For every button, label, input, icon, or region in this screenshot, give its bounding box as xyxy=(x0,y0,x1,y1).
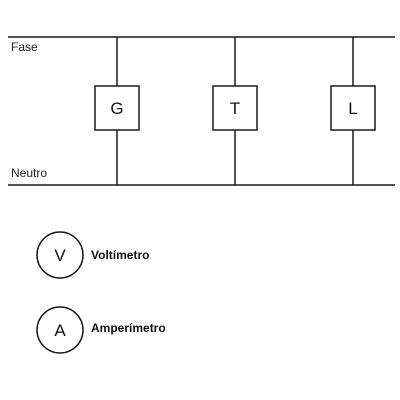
neutro-label: Neutro xyxy=(11,166,47,180)
legend-voltmeter: V Voltímetro xyxy=(36,231,149,279)
branch-g: G xyxy=(94,37,140,185)
device-l-label: L xyxy=(348,99,357,118)
voltmeter-symbol-letter: V xyxy=(54,246,66,265)
device-l-box xyxy=(330,85,376,131)
device-g-box xyxy=(94,85,140,131)
device-t-label: T xyxy=(230,99,240,118)
legend-ammeter: A Amperímetro xyxy=(36,306,166,354)
device-g-label: G xyxy=(110,99,123,118)
device-t-box xyxy=(212,85,258,131)
ammeter-symbol-circle xyxy=(36,306,84,354)
branch-t: T xyxy=(212,37,258,185)
ammeter-name: Amperímetro xyxy=(91,321,166,335)
fase-label: Fase xyxy=(11,40,38,54)
ammeter-symbol-letter: A xyxy=(54,321,66,340)
voltmeter-symbol-circle xyxy=(36,231,84,279)
branch-l: L xyxy=(330,37,376,185)
voltmeter-name: Voltímetro xyxy=(91,248,149,262)
